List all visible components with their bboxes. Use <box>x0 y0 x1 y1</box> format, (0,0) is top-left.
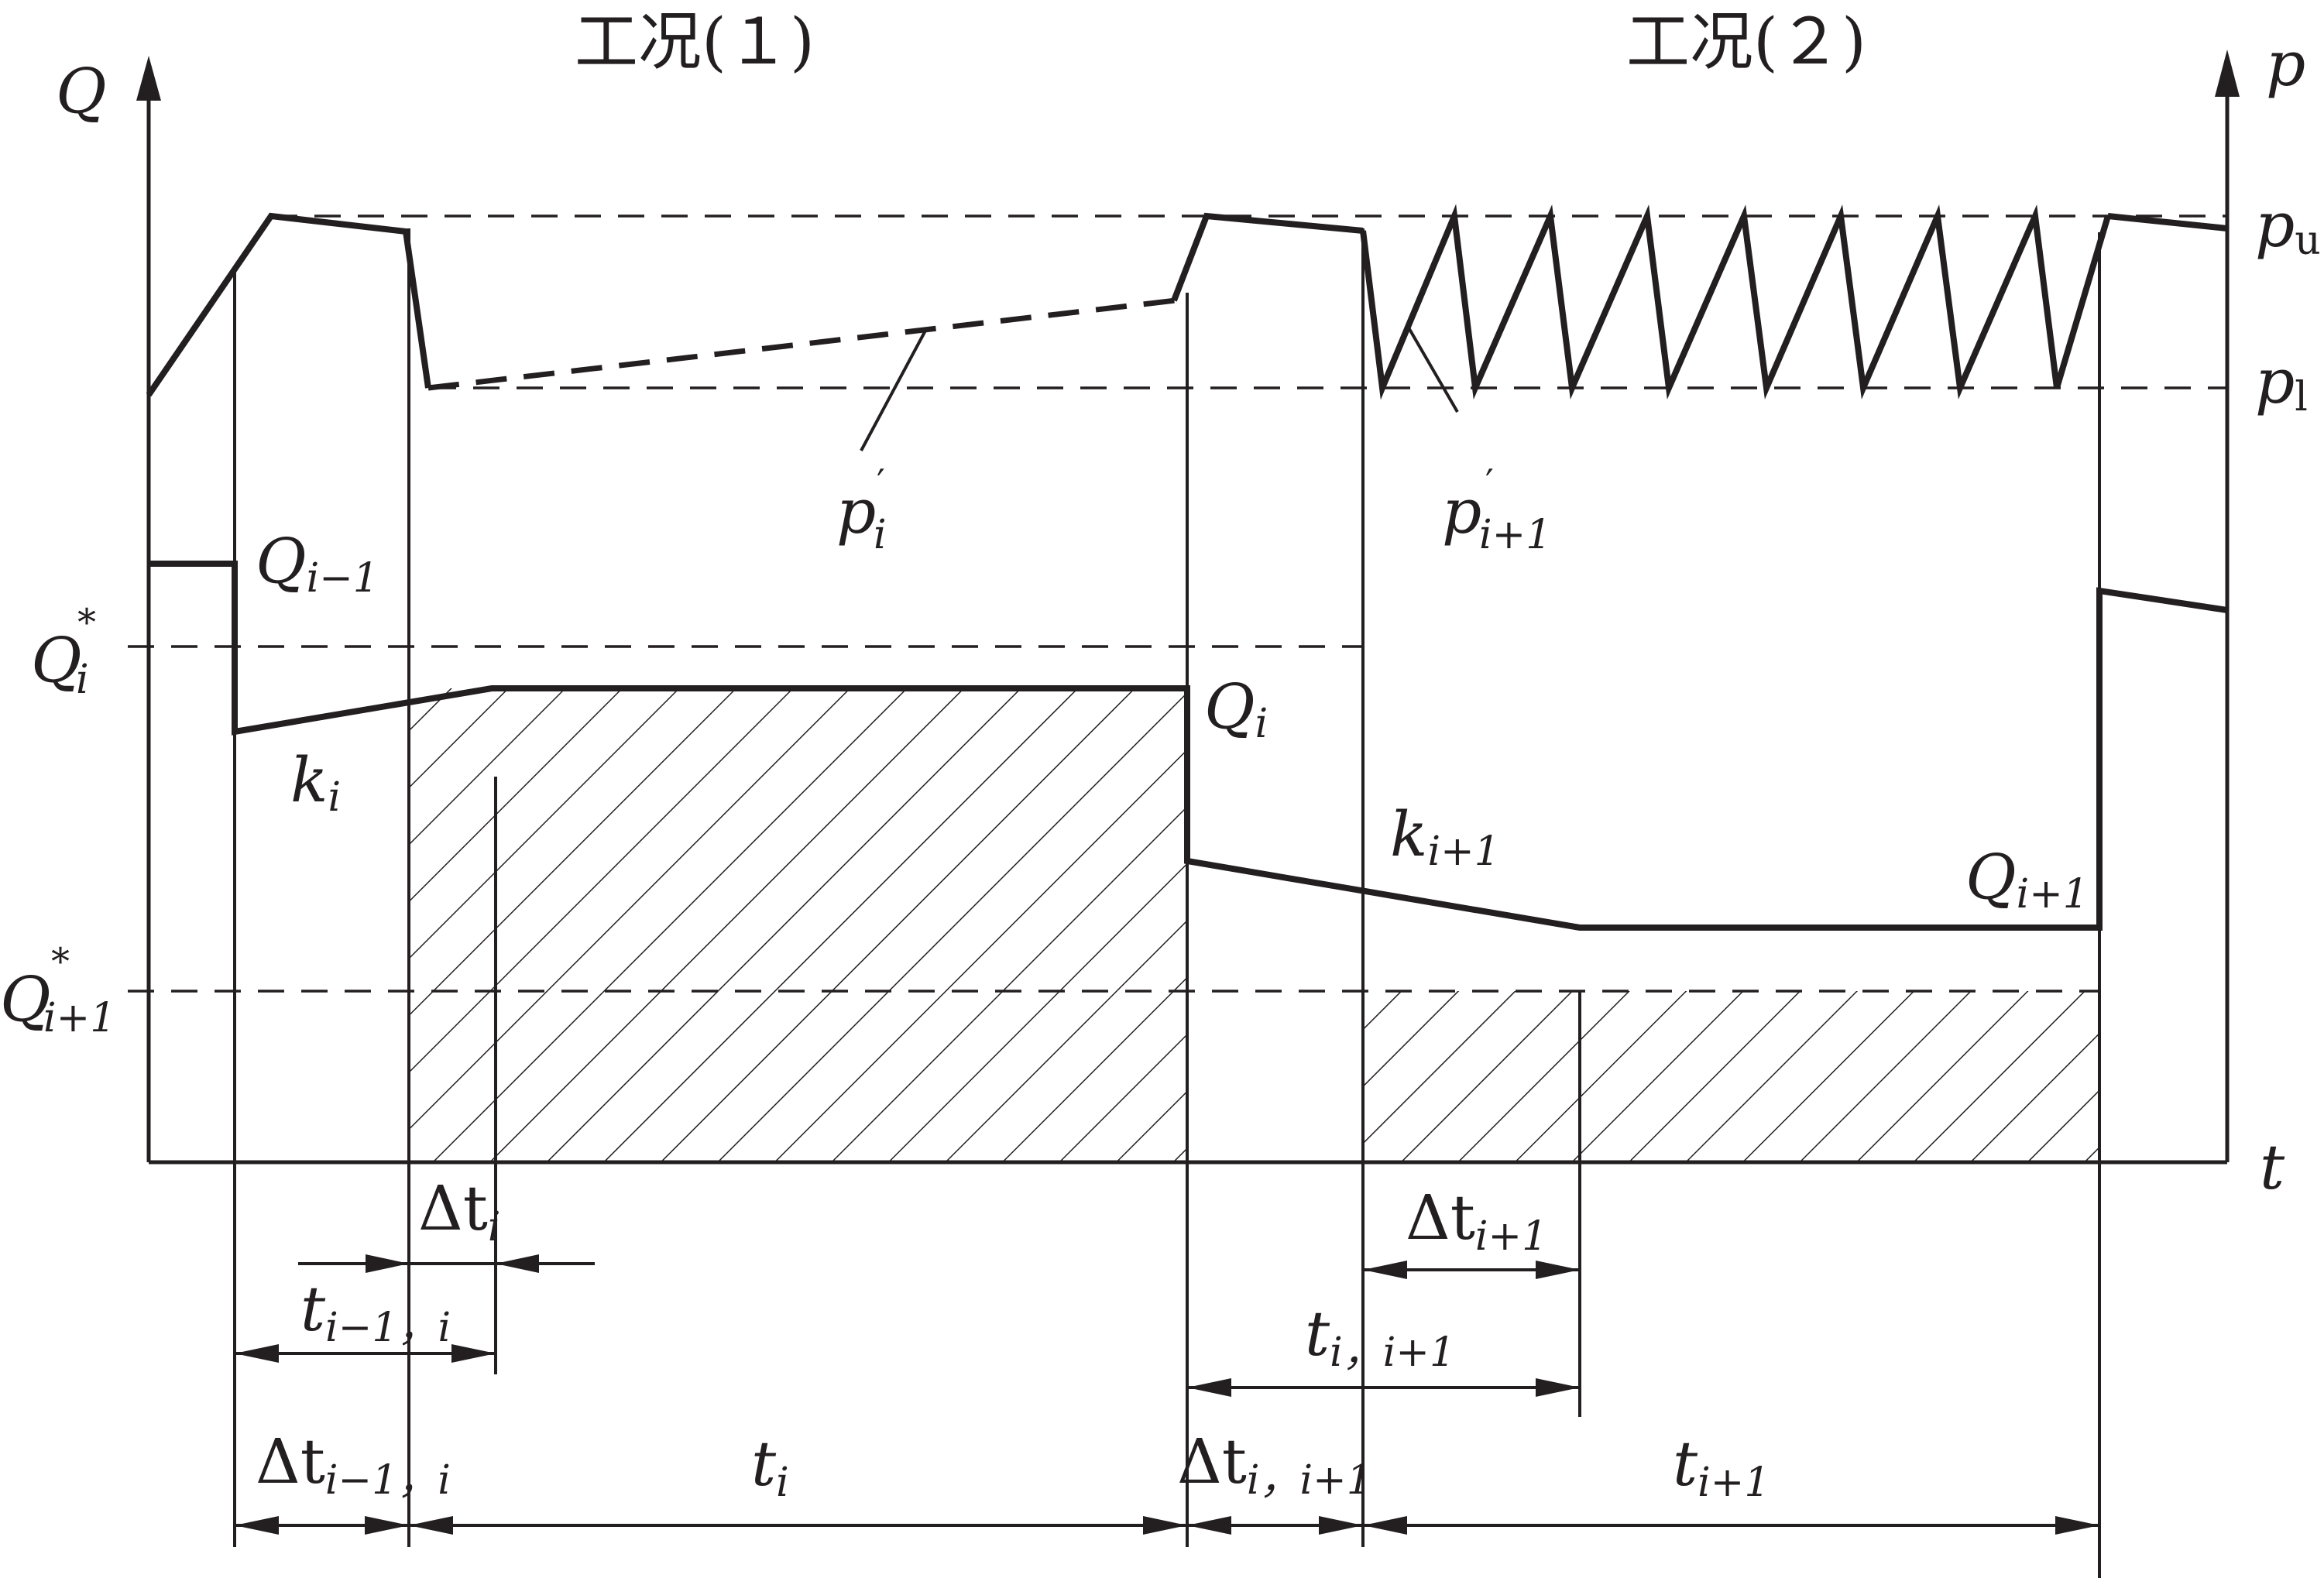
svg-text:*: * <box>77 601 96 644</box>
pressure-curve-1 <box>146 212 431 397</box>
svg-text:i: i <box>76 657 89 703</box>
left-axis-label: Q <box>56 55 107 127</box>
leader-pi <box>860 330 927 451</box>
pl-label: pl <box>2255 345 2308 420</box>
pressure-ramp-pi <box>427 297 1176 391</box>
dim-dt-im1-i <box>235 1516 409 1535</box>
svg-text:′: ′ <box>1485 461 1494 505</box>
svg-text:Q: Q <box>31 624 82 696</box>
svg-text:Q: Q <box>0 963 51 1035</box>
svg-text:*: * <box>51 940 70 983</box>
q-i1-star-label: Q i+1 * <box>0 940 115 1041</box>
q-im1-label: Qi−1 <box>256 525 379 602</box>
condition-2-title: 工况(２) <box>1626 5 1866 79</box>
t-im1-i-label: ti−1，i <box>300 1273 451 1351</box>
svg-text:i+1: i+1 <box>43 995 115 1041</box>
left-y-axis-arrowhead <box>136 56 161 101</box>
pu-label: pu <box>2255 189 2321 264</box>
dim-t-im1-i <box>235 1344 496 1363</box>
svg-text:′: ′ <box>877 461 885 505</box>
dim-dt-i-i1 <box>1187 1516 1363 1535</box>
dt-i-label: Δti <box>418 1172 501 1250</box>
dt-i1-label: Δti+1 <box>1406 1182 1547 1260</box>
leader-pi1 <box>1408 328 1459 413</box>
condition-1-title: 工况(１) <box>575 5 815 79</box>
x-axis-label: t <box>2260 1131 2285 1203</box>
svg-text:p: p <box>1442 475 1481 547</box>
q-i-label: Qi <box>1204 671 1268 747</box>
flow-curve <box>149 561 2228 931</box>
hatched-region-condition-2 <box>1363 991 2099 1162</box>
dim-dt-i <box>298 1254 595 1273</box>
svg-text:i+1: i+1 <box>1479 512 1551 558</box>
pressure-curve-2 <box>1171 212 1364 302</box>
k-i1-label: ki+1 <box>1390 798 1500 875</box>
dim-t-i <box>409 1516 1187 1535</box>
svg-text:p: p <box>836 475 876 547</box>
q-i-star-label: Q i * <box>31 601 96 703</box>
dt-i-i1-label: Δti，i+1 <box>1177 1425 1372 1504</box>
dt-im1-i-label: Δti−1，i <box>256 1425 451 1504</box>
right-axis-label: p <box>2266 28 2305 100</box>
k-i-label: ki <box>290 744 341 821</box>
dim-t-i1 <box>1363 1516 2099 1535</box>
dim-dt-i1 <box>1363 1261 1580 1279</box>
dim-t-i-i1 <box>1187 1378 1580 1397</box>
t-i-i1-label: ti，i+1 <box>1305 1298 1455 1376</box>
t-i1-label: ti+1 <box>1673 1428 1770 1506</box>
pressure-sawtooth-pi1 <box>1360 204 2111 400</box>
pi-prime-label: p i ′ <box>836 461 887 558</box>
pi1-prime-label: p i+1 ′ <box>1442 461 1551 558</box>
right-y-axis-arrowhead <box>2215 50 2240 97</box>
t-i-label: ti <box>751 1428 789 1506</box>
pressure-curve-3 <box>2107 213 2228 232</box>
hatched-region-condition-1 <box>409 688 1187 1162</box>
svg-text:i: i <box>874 512 887 558</box>
q-i1-label: Qi+1 <box>1965 841 2089 918</box>
